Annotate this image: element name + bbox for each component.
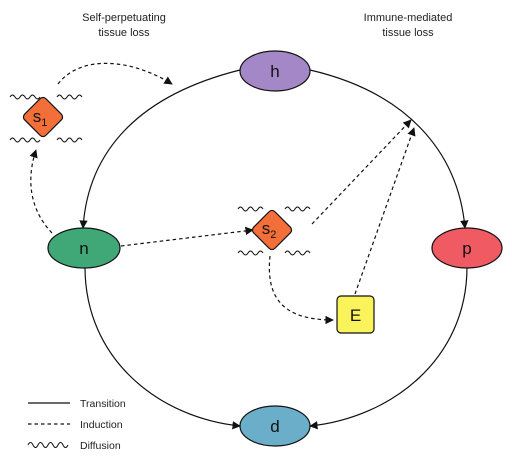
node-s1-subscript: 1 (41, 117, 47, 129)
diffusion-wave-s2-tr (284, 206, 311, 212)
node-s1-shape (22, 96, 64, 138)
node-d-shape (239, 405, 311, 447)
node-d-label: d (270, 417, 279, 436)
node-n-shape (47, 227, 121, 269)
induction-s2-to-e (268, 255, 334, 325)
legend-induction-label: Induction (80, 419, 123, 431)
transition-n-to-d (84, 266, 241, 430)
node-n-label: n (79, 239, 88, 258)
heading-self-perpetuating: Self-perpetuating (82, 12, 166, 24)
induction-s1-to-h (57, 62, 173, 85)
legend-transition-label: Transition (80, 398, 126, 410)
induction-e-to-immune (354, 127, 416, 295)
node-e-label: E (350, 306, 361, 325)
node-p-shape (431, 227, 503, 269)
diffusion-wave-s1-bl (9, 137, 41, 143)
node-h-label: h (270, 62, 279, 81)
node-s2-subscript: 2 (270, 229, 276, 241)
induction-n-to-s1 (29, 149, 53, 234)
diffusion-wave-s2-tl (237, 206, 264, 212)
diffusion-wave-s1-br (56, 137, 83, 143)
heading-immune-mediated-sub: tissue loss (382, 27, 434, 39)
node-h: h (239, 50, 311, 92)
node-d: d (239, 405, 311, 447)
node-e-shape (336, 295, 375, 334)
legend: Transition Induction Diffusion (27, 398, 126, 452)
heading-self-perpetuating-sub: tissue loss (98, 27, 150, 39)
transition-h-to-p (309, 69, 469, 229)
node-p: p (431, 227, 503, 269)
legend-diffusion-label: Diffusion (80, 440, 121, 452)
heading-immune-mediated: Immune-mediated (364, 12, 453, 24)
node-h-shape (239, 50, 311, 92)
node-s1-label: s1 (33, 107, 48, 129)
induction-n-to-s2 (120, 226, 254, 247)
diffusion-wave-s2-bl (237, 250, 264, 256)
diffusion-wave-s1-tl (9, 94, 41, 100)
diffusion-wave-s1-tr (56, 94, 83, 100)
induction-s2-to-immune (311, 119, 412, 225)
node-s1-letter: s (33, 107, 42, 126)
node-p-label: p (462, 239, 471, 258)
node-n: n (47, 227, 121, 269)
node-s1: s1 (22, 96, 64, 138)
transition-p-to-d (309, 266, 468, 430)
transition-h-to-n (79, 69, 241, 229)
node-s2: s2 (251, 209, 293, 251)
node-s2-letter: s (262, 219, 271, 238)
diffusion-wave-s2-br (284, 250, 311, 256)
node-s2-shape (251, 209, 293, 251)
node-e: E (336, 295, 375, 334)
node-s2-label: s2 (262, 219, 277, 241)
legend-diffusion-swatch (27, 442, 69, 448)
